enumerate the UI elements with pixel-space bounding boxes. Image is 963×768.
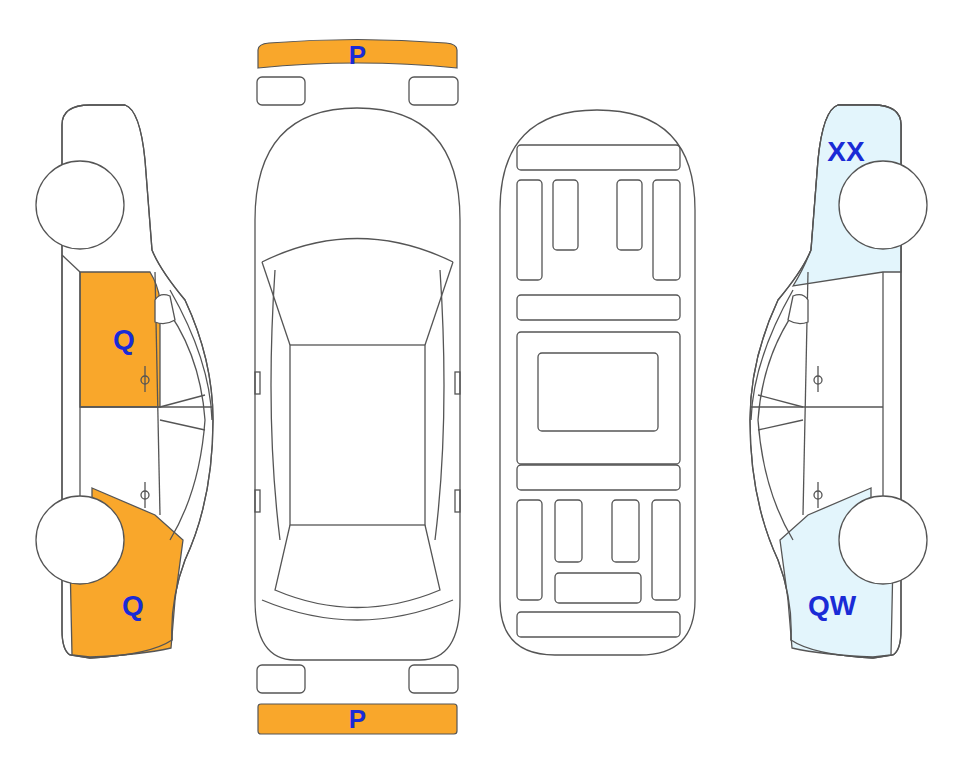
bumper-panel: P <box>257 38 458 72</box>
damage-code: QW <box>808 592 856 620</box>
underside-view <box>500 110 695 655</box>
top-view <box>255 77 460 693</box>
panel-label: P <box>349 42 366 68</box>
bumper-panel: P <box>257 703 458 735</box>
right-side-view <box>750 105 927 658</box>
bumper-outline <box>258 704 457 734</box>
left-side-view <box>36 105 213 658</box>
panel-label: P <box>349 706 366 732</box>
damage-code: XX <box>827 138 864 166</box>
damage-code: Q <box>122 592 144 620</box>
damage-code: Q <box>113 326 135 354</box>
bumper-outline <box>258 40 457 69</box>
damaged-front-door <box>80 272 160 407</box>
